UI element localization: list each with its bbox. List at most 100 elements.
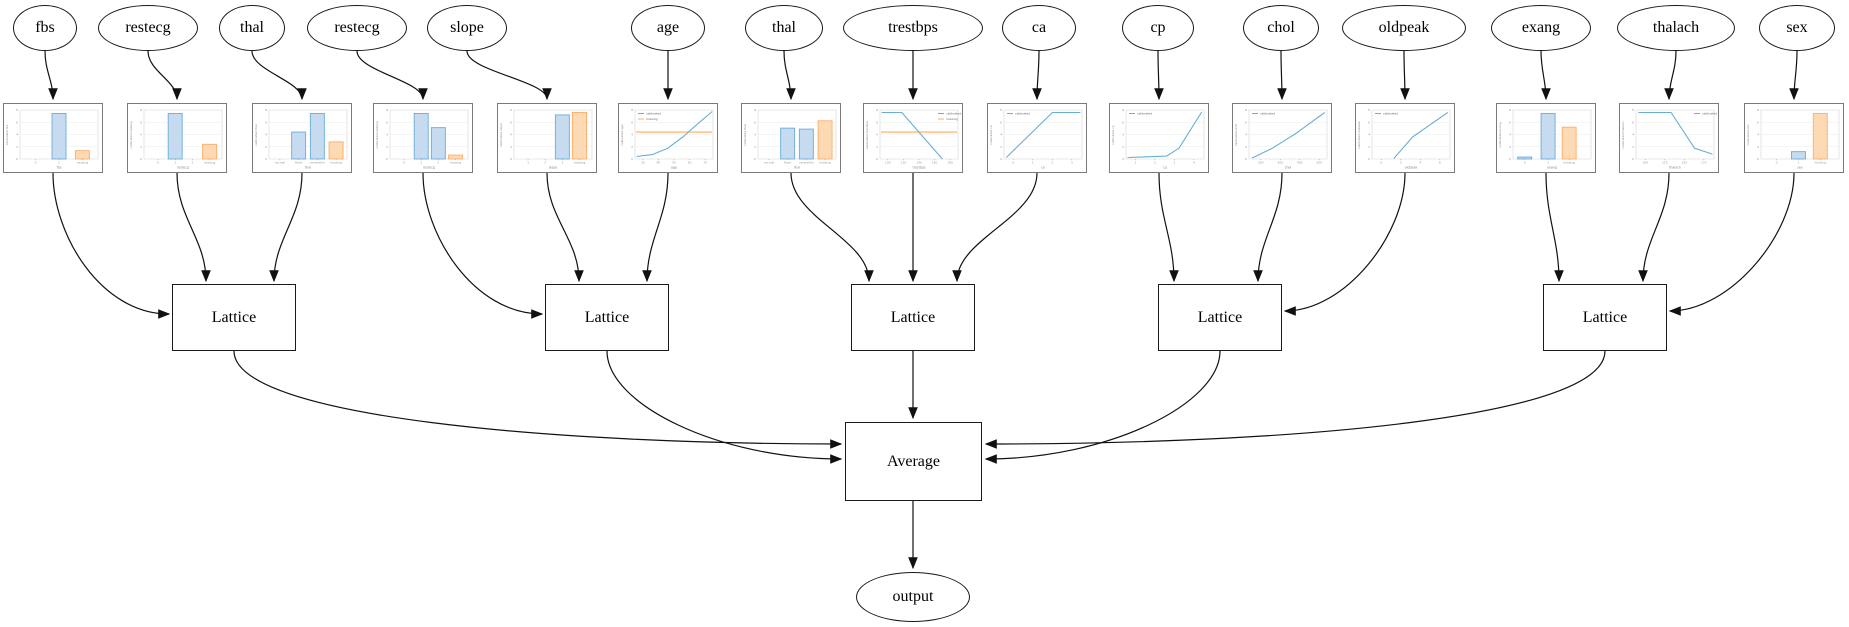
- svg-text:missing: missing: [77, 161, 89, 165]
- edge-arrow: [1158, 172, 1179, 283]
- plot-ylabel: calibrated sex: [1746, 124, 1750, 145]
- svg-text:0: 0: [140, 157, 142, 161]
- legend-entry: calibrated: [1702, 112, 1717, 116]
- svg-text:1: 1: [527, 161, 529, 165]
- svg-text:missing: missing: [330, 161, 342, 165]
- svg-text:2: 2: [544, 161, 546, 165]
- svg-text:2: 2: [191, 161, 193, 165]
- svg-text:0: 0: [1122, 157, 1124, 161]
- svg-text:4: 4: [1419, 161, 1421, 165]
- svg-text:6: 6: [1245, 120, 1247, 124]
- svg-text:3: 3: [561, 161, 563, 165]
- plot-ylabel: calibrated thal: [254, 124, 258, 146]
- plot-ylabel: calibrated ca: [989, 125, 993, 145]
- svg-text:2: 2: [1000, 145, 1002, 149]
- svg-text:6: 6: [631, 120, 633, 124]
- svg-text:200: 200: [1258, 161, 1264, 165]
- svg-text:2: 2: [1509, 145, 1511, 149]
- legend-entry: missing: [946, 117, 958, 121]
- plot-xlabel: fbs: [57, 166, 62, 170]
- svg-text:4: 4: [1368, 133, 1370, 137]
- svg-text:0: 0: [754, 157, 756, 161]
- svg-text:0: 0: [403, 161, 405, 165]
- svg-text:1: 1: [58, 161, 60, 165]
- svg-text:2: 2: [16, 145, 18, 149]
- svg-text:0: 0: [876, 157, 878, 161]
- svg-text:6: 6: [140, 120, 142, 124]
- edge-arrow: [1032, 50, 1042, 101]
- calibration-line: [1638, 111, 1713, 155]
- feature-node-4-slope: slope: [427, 5, 507, 51]
- svg-text:2: 2: [265, 145, 267, 149]
- edge-arrow: [1789, 50, 1799, 101]
- svg-text:6: 6: [1632, 120, 1634, 124]
- calibration-line: [636, 111, 713, 158]
- lattice-node-2: Lattice: [545, 284, 669, 351]
- svg-text:2: 2: [510, 145, 512, 149]
- svg-text:2: 2: [1632, 145, 1634, 149]
- plot-xlabel: exang: [1547, 166, 1557, 170]
- plot-xlabel: restecg: [177, 166, 189, 170]
- legend-entry: calibrated: [1137, 112, 1152, 116]
- feature-node-5-age: age: [631, 5, 705, 51]
- feature-node-14-sex: sex: [1759, 5, 1835, 51]
- svg-text:0: 0: [35, 161, 37, 165]
- edge-arrow: [606, 350, 843, 464]
- calibrator-bar-blue: [780, 127, 796, 160]
- calibrator-bar-orange: [1561, 126, 1577, 160]
- svg-text:missing: missing: [1563, 161, 1575, 165]
- svg-text:4: 4: [265, 133, 267, 137]
- svg-text:1: 1: [1032, 161, 1034, 165]
- calibrator-bar-orange: [74, 150, 90, 160]
- svg-text:6: 6: [1000, 120, 1002, 124]
- svg-text:4: 4: [631, 133, 633, 137]
- edge-arrow: [52, 172, 171, 319]
- svg-text:fixed: fixed: [295, 161, 302, 165]
- svg-text:160: 160: [932, 161, 938, 165]
- plot-xlabel: restecg: [423, 166, 435, 170]
- feature-node-9-cp: cp: [1122, 5, 1194, 51]
- feature-node-10-chol: chol: [1243, 5, 1319, 51]
- svg-text:4: 4: [1122, 133, 1124, 137]
- svg-text:6: 6: [1122, 120, 1124, 124]
- plot-xlabel: chol: [1285, 166, 1292, 170]
- calibrator-bar-blue: [413, 112, 429, 160]
- svg-text:4: 4: [1757, 133, 1759, 137]
- svg-text:400: 400: [1297, 161, 1303, 165]
- svg-text:8: 8: [1632, 108, 1634, 112]
- plot-xlabel: thal: [305, 166, 311, 170]
- calibrator-bar-blue: [798, 128, 814, 160]
- svg-text:0: 0: [1776, 161, 1778, 165]
- svg-text:8: 8: [16, 108, 18, 112]
- legend-entry: calibrated: [1015, 112, 1030, 116]
- lattice-node-5: Lattice: [1543, 284, 1667, 351]
- edge-arrow: [44, 50, 58, 101]
- svg-text:reversible: reversible: [310, 161, 325, 165]
- feature-node-3-restecg: restecg: [307, 5, 407, 51]
- edge-arrow: [422, 172, 544, 319]
- svg-text:8: 8: [1245, 108, 1247, 112]
- svg-text:0: 0: [16, 157, 18, 161]
- feature-node-12-exang: exang: [1491, 5, 1591, 51]
- svg-text:missing: missing: [1815, 161, 1827, 165]
- calibration-line: [1127, 111, 1203, 159]
- feature-node-2-thal: thal: [219, 5, 285, 51]
- plot-ylabel: calibrated exang: [1498, 122, 1502, 147]
- svg-text:2: 2: [1757, 145, 1759, 149]
- svg-text:4: 4: [754, 133, 756, 137]
- svg-text:6: 6: [386, 120, 388, 124]
- svg-text:8: 8: [1122, 108, 1124, 112]
- edge-arrow: [233, 350, 843, 449]
- lattice-node-1: Lattice: [172, 284, 296, 351]
